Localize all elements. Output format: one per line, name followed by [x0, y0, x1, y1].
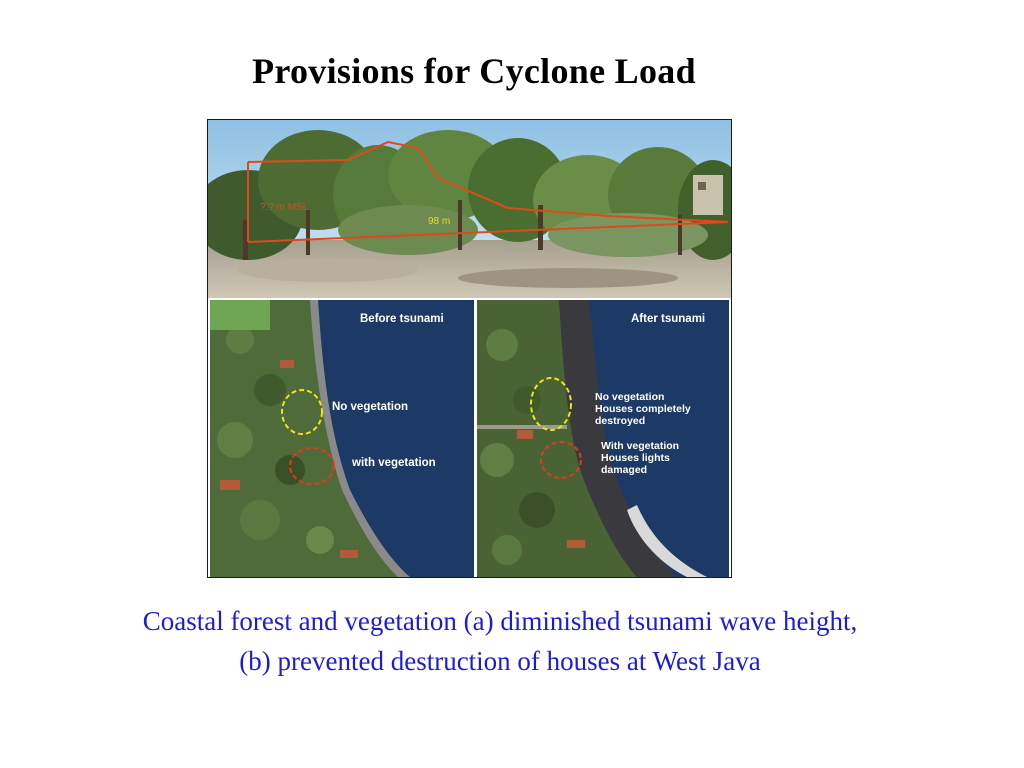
height-label: ?.? m MSL	[260, 202, 309, 213]
satellite-after-image: After tsunami No vegetation Houses compl…	[477, 300, 729, 577]
satellite-before-image: Before tsunami No vegetation with vegeta…	[210, 300, 474, 577]
figure-panel: ?.? m MSL 98 m	[207, 119, 732, 578]
after-with-vegetation-line3: damaged	[601, 464, 648, 476]
before-with-vegetation-label: with vegetation	[352, 457, 436, 469]
after-no-vegetation-line3: destroyed	[595, 415, 646, 427]
coastal-forest-photo: ?.? m MSL 98 m	[208, 120, 731, 298]
after-tsunami-label: After tsunami	[631, 313, 706, 325]
after-no-vegetation-line2: Houses completely	[595, 403, 691, 415]
before-no-vegetation-label: No vegetation	[332, 401, 409, 413]
distance-label: 98 m	[428, 216, 450, 227]
after-no-vegetation-line1: No vegetation	[595, 391, 665, 403]
caption-line-2: (b) prevented destruction of houses at W…	[239, 646, 761, 676]
slide-title: Provisions for Cyclone Load	[252, 51, 696, 91]
caption-line-1: Coastal forest and vegetation (a) dimini…	[142, 606, 858, 636]
satellite-comparison: Before tsunami No vegetation with vegeta…	[208, 300, 731, 577]
after-with-vegetation-line2: Houses lights	[601, 452, 670, 464]
after-with-vegetation-label: With vegetation Houses lights damaged	[601, 440, 679, 476]
after-no-vegetation-label: No vegetation Houses completely destroye…	[595, 391, 691, 427]
after-with-vegetation-line1: With vegetation	[601, 440, 680, 452]
before-tsunami-label: Before tsunami	[360, 313, 444, 325]
